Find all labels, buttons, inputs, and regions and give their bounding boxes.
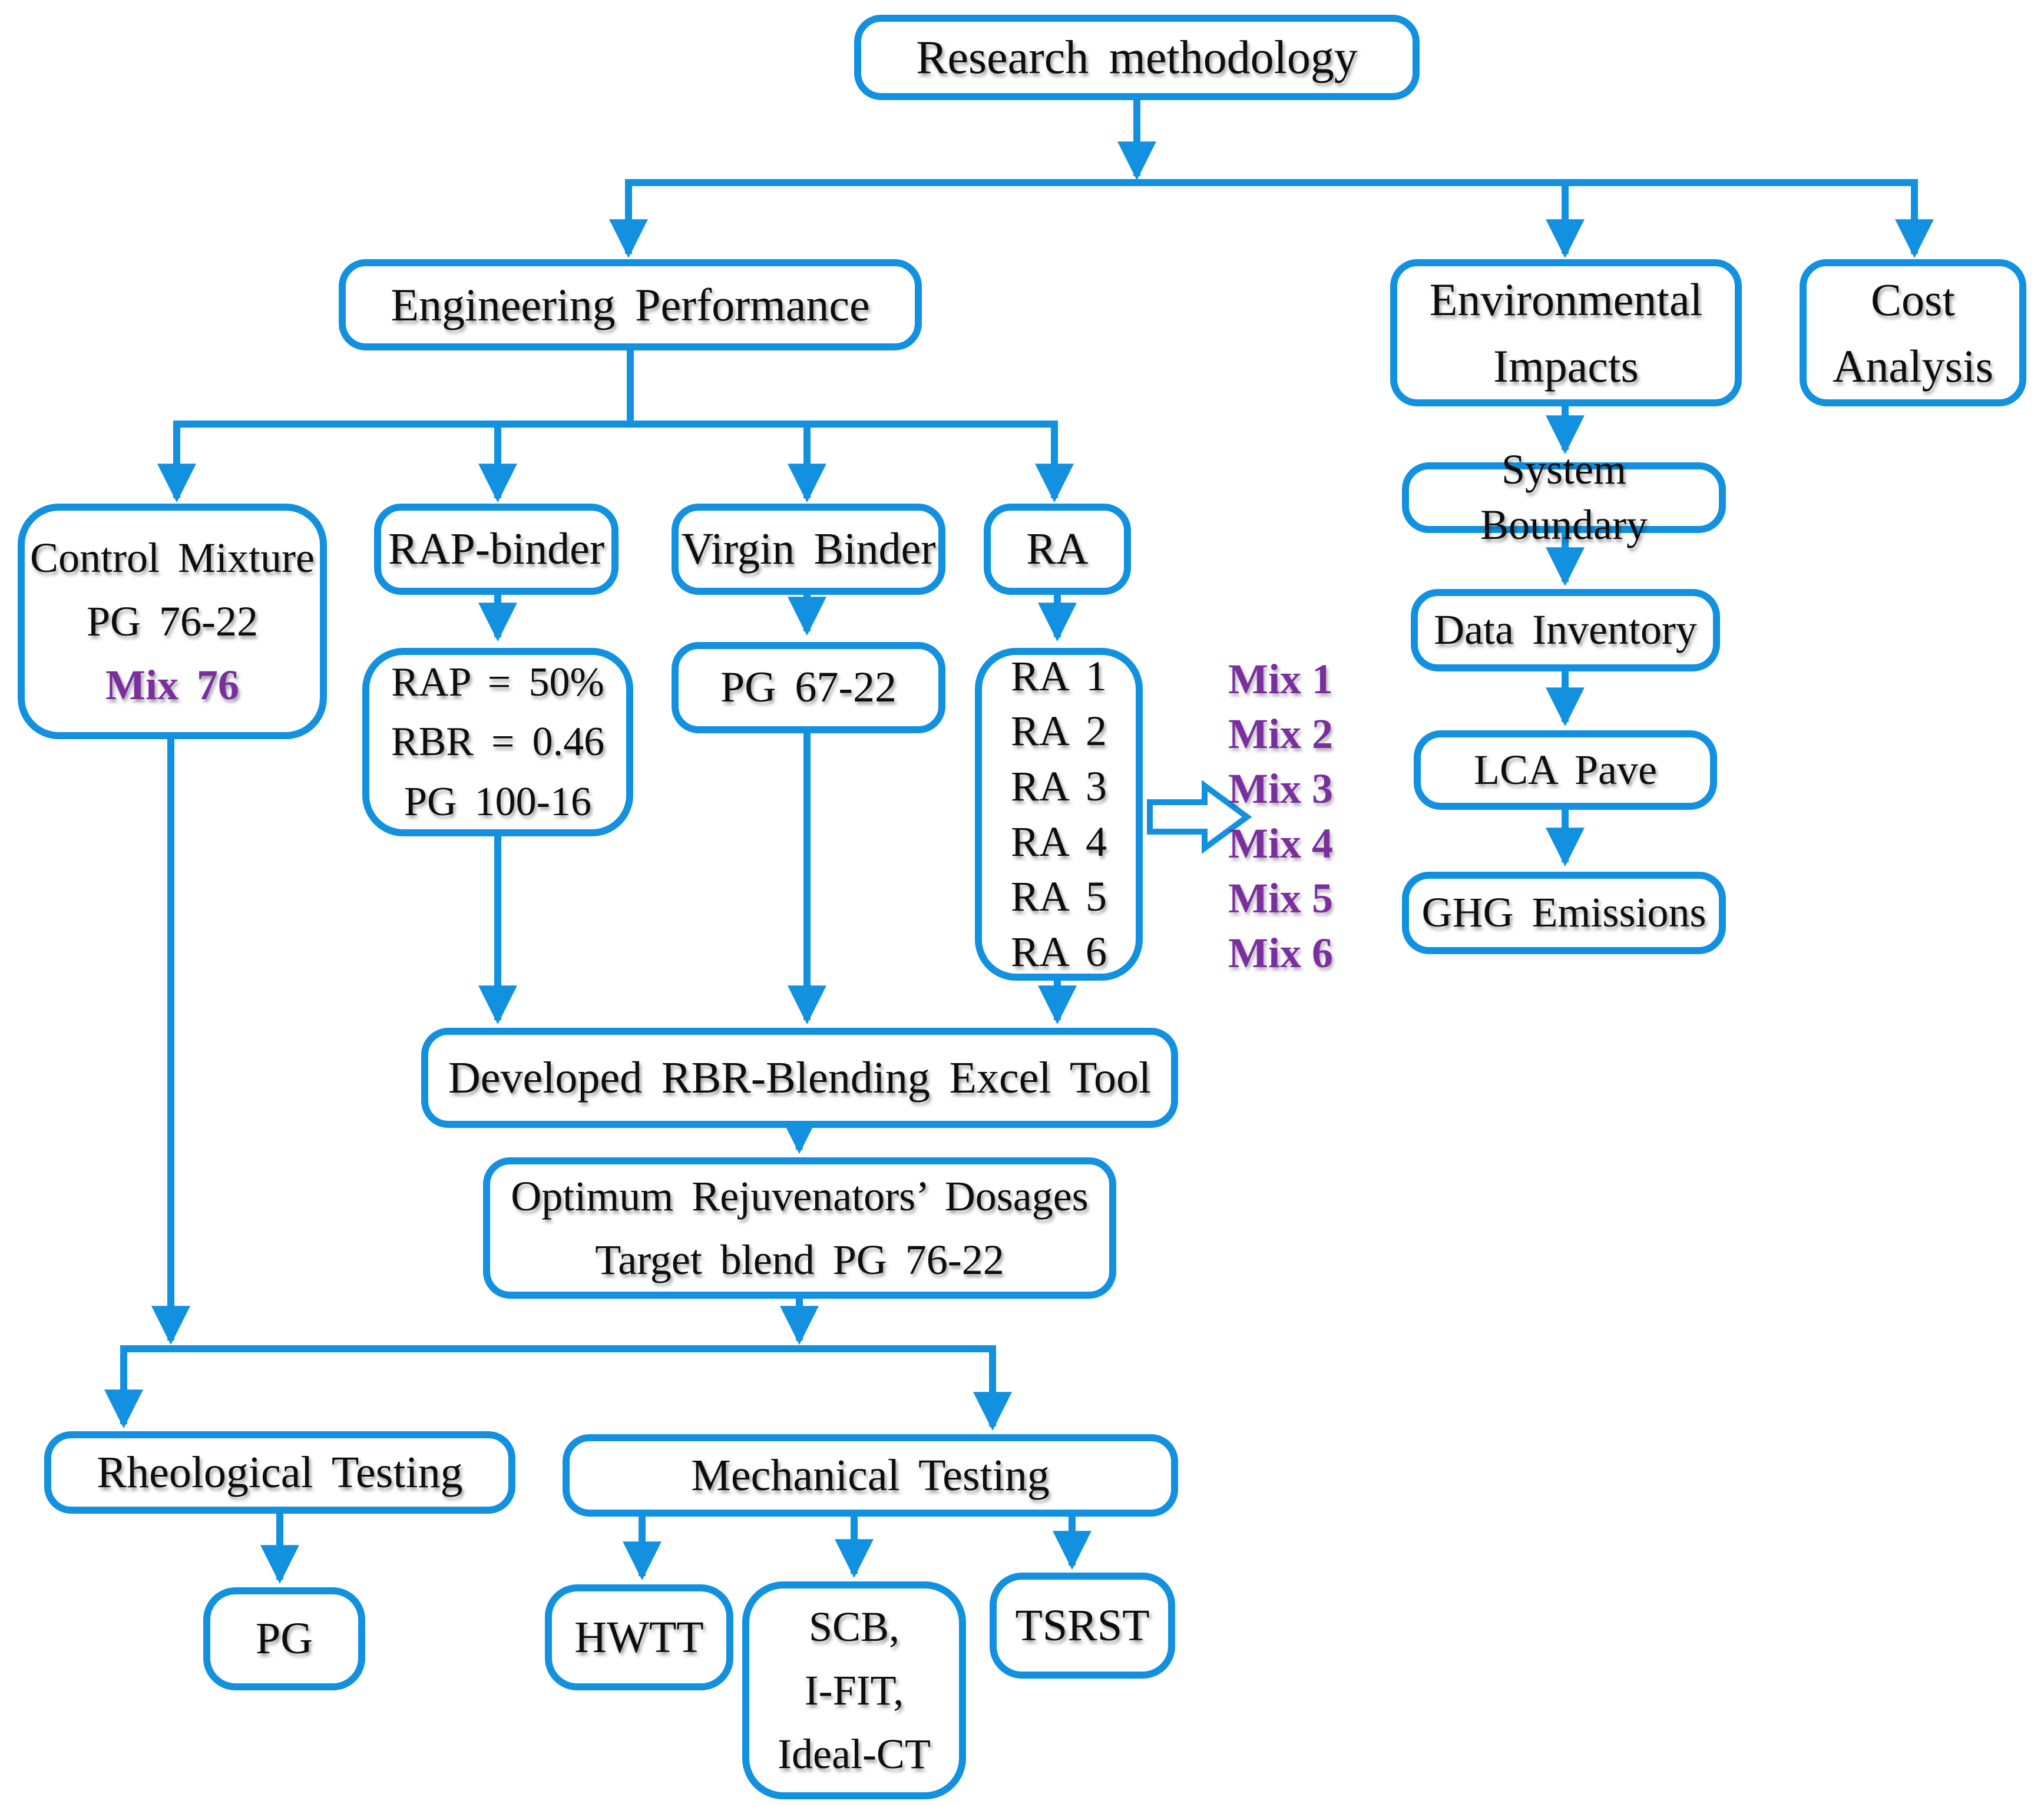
block-arrow-icon xyxy=(1147,780,1252,854)
label-line: RA 2 xyxy=(1010,707,1107,755)
label-line: Ideal-CT xyxy=(778,1730,931,1778)
node-pg-67-22: PG 67-22 xyxy=(672,642,945,733)
label-line: RA xyxy=(1026,524,1089,574)
label-line: RA 1 xyxy=(1010,652,1107,700)
mix-item: Mix 3 xyxy=(1228,765,1333,812)
label-line: Data Inventory xyxy=(1434,606,1697,654)
label-line: Rheological Testing xyxy=(97,1447,463,1497)
label-line: Developed RBR-Blending Excel Tool xyxy=(448,1053,1152,1103)
label-line: Analysis xyxy=(1833,340,1993,392)
node-ra-list: RA 1 RA 2 RA 3 RA 4 RA 5 RA 6 xyxy=(975,648,1143,981)
label-line: RA 6 xyxy=(1010,928,1107,975)
node-excel-tool: Developed RBR-Blending Excel Tool xyxy=(421,1028,1178,1128)
node-virgin-binder: Virgin Binder xyxy=(672,504,945,595)
node-hwtt: HWTT xyxy=(545,1584,733,1690)
node-scb-ifit-idealct: SCB, I-FIT, Ideal-CT xyxy=(742,1581,966,1799)
node-cost-analysis: Cost Analysis xyxy=(1800,259,2026,406)
node-optimum-dosages: Optimum Rejuvenators’ Dosages Target ble… xyxy=(483,1157,1116,1299)
label-line: RBR = 0.46 xyxy=(391,719,605,765)
node-rheological-testing: Rheological Testing xyxy=(44,1431,515,1514)
label-line: LCA Pave xyxy=(1474,746,1657,793)
label-line: RA 4 xyxy=(1010,818,1107,865)
label-line: Optimum Rejuvenators’ Dosages xyxy=(511,1173,1089,1220)
label-line: Cost xyxy=(1870,273,1956,325)
node-data-inventory: Data Inventory xyxy=(1411,589,1720,671)
node-ghg-emissions: GHG Emissions xyxy=(1402,872,1726,954)
node-mix-list: Mix 1 Mix 2 Mix 3 Mix 4 Mix 5 Mix 6 xyxy=(1228,655,1423,978)
label-line: RA 3 xyxy=(1010,762,1107,810)
label-line: Virgin Binder xyxy=(681,524,936,574)
label-line: Environmental xyxy=(1429,273,1703,325)
label-line: RA 5 xyxy=(1010,873,1107,921)
label-line: HWTT xyxy=(574,1612,704,1662)
label-line: GHG Emissions xyxy=(1421,889,1706,936)
node-rap-details: RAP = 50% RBR = 0.46 PG 100-16 xyxy=(362,648,633,836)
node-ra: RA xyxy=(984,504,1131,595)
node-environmental-impacts: Environmental Impacts xyxy=(1390,259,1742,406)
label-line: Research methodology xyxy=(916,31,1358,84)
label-line: RAP-binder xyxy=(388,524,605,574)
label-line: I-FIT, xyxy=(804,1667,904,1714)
mix-item: Mix 4 xyxy=(1228,820,1333,867)
mix-item: Mix 5 xyxy=(1228,875,1333,922)
label-line: Mechanical Testing xyxy=(691,1450,1050,1500)
label-line: PG xyxy=(255,1614,313,1664)
node-control-mixture: Control Mixture PG 76-22 Mix 76 xyxy=(18,504,327,739)
mix-item: Mix 2 xyxy=(1228,710,1333,757)
mix-item: Mix 6 xyxy=(1228,929,1333,977)
label-line: PG 100-16 xyxy=(404,779,591,825)
label-line: Engineering Performance xyxy=(391,279,870,330)
label-line: RAP = 50% xyxy=(391,659,604,705)
node-pg: PG xyxy=(203,1587,365,1690)
label-line: PG 67-22 xyxy=(720,663,897,712)
label-line: SCB, xyxy=(808,1603,900,1650)
mix-item: Mix 1 xyxy=(1228,656,1333,703)
label-line: Control Mixture xyxy=(30,534,315,581)
node-tsrst: TSRST xyxy=(990,1573,1175,1679)
node-research-methodology: Research methodology xyxy=(854,15,1420,100)
label-line: Impacts xyxy=(1493,340,1639,392)
node-engineering-performance: Engineering Performance xyxy=(339,259,922,350)
node-lca-pave: LCA Pave xyxy=(1414,730,1717,810)
mix-76-label: Mix 76 xyxy=(105,661,239,709)
label-line: System Boundary xyxy=(1480,446,1648,548)
label-line: TSRST xyxy=(1015,1600,1150,1650)
label-line: Target blend PG 76-22 xyxy=(595,1236,1004,1283)
node-mechanical-testing: Mechanical Testing xyxy=(563,1434,1178,1517)
label-line: PG 76-22 xyxy=(87,598,258,645)
node-rap-binder: RAP-binder xyxy=(374,504,619,595)
node-system-boundary: System Boundary xyxy=(1402,446,1726,548)
